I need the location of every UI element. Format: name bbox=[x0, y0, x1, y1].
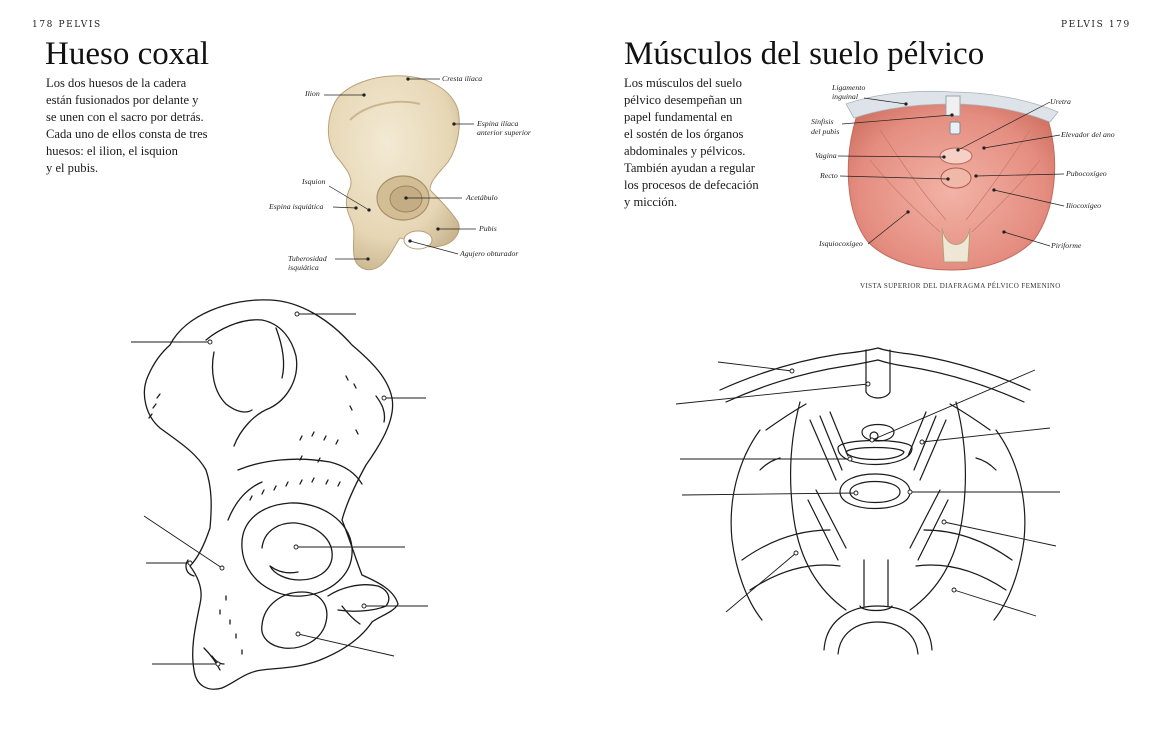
label-isquiocoxigeo: Isquiocoxígeo bbox=[819, 239, 863, 248]
label-sinfisis-1: Sínfisis bbox=[811, 117, 834, 126]
label-vagina: Vagina bbox=[815, 151, 837, 160]
body-line: abdominales y pélvicos. bbox=[624, 144, 746, 158]
body-line: están fusionados por delante y bbox=[46, 93, 199, 107]
left-running-head: 178 PELVIS bbox=[32, 20, 102, 30]
body-line: huesos: el ilion, el isquion bbox=[46, 144, 178, 158]
label-sinfisis-2: del pubis bbox=[811, 127, 840, 136]
label-espina-iliaca-2: anterior superior bbox=[477, 128, 531, 137]
body-line: papel fundamental en bbox=[624, 110, 733, 124]
body-line: Los músculos del suelo bbox=[624, 76, 742, 90]
figure-caption: VISTA SUPERIOR DEL DIAFRAGMA PÉLVICO FEM… bbox=[860, 282, 1061, 290]
body-line: Los dos huesos de la cadera bbox=[46, 76, 187, 90]
label-iliocoxigeo: Iliocoxígeo bbox=[1066, 201, 1102, 210]
body-line: También ayudan a regular bbox=[624, 161, 755, 175]
label-elevador-ano: Elevador del ano bbox=[1061, 130, 1115, 139]
label-espina-isquiatica: Espina isquiática bbox=[269, 202, 324, 211]
label-recto: Recto bbox=[820, 171, 838, 180]
body-line: el sostén de los órganos bbox=[624, 127, 744, 141]
body-line: los procesos de defecación bbox=[624, 178, 759, 192]
label-uretra: Uretra bbox=[1050, 97, 1071, 106]
right-page-title: Músculos del suelo pélvico bbox=[624, 36, 985, 72]
body-line: y el pubis. bbox=[46, 161, 99, 175]
label-acetabulo: Acetábulo bbox=[466, 193, 498, 202]
label-tuberosidad-2: isquiática bbox=[288, 263, 319, 272]
label-pubis: Pubis bbox=[479, 224, 497, 233]
label-tuberosidad-1: Tuberosidad bbox=[288, 254, 327, 263]
label-piriforme: Piriforme bbox=[1051, 241, 1082, 250]
label-isquion: Isquion bbox=[302, 177, 326, 186]
right-body-text: Los músculos del suelo pélvico desempeña… bbox=[624, 75, 759, 211]
label-ligamento-1: Ligamento bbox=[832, 83, 866, 92]
label-espina-iliaca-1: Espina ilíaca bbox=[477, 119, 519, 128]
body-line: pélvico desempeñan un bbox=[624, 93, 743, 107]
label-agujero-obturador: Agujero obturador bbox=[460, 249, 519, 258]
label-ilion: Ilion bbox=[305, 89, 320, 98]
label-ligamento-2: inguinal bbox=[832, 92, 858, 101]
left-page-title: Hueso coxal bbox=[45, 36, 210, 72]
body-line: y micción. bbox=[624, 195, 678, 209]
body-line: se unen con el sacro por detrás. bbox=[46, 110, 204, 124]
label-cresta-iliaca: Cresta ilíaca bbox=[442, 74, 483, 83]
body-line: Cada uno de ellos consta de tres bbox=[46, 127, 208, 141]
label-pubocoxigeo: Pubocoxígeo bbox=[1066, 169, 1107, 178]
right-running-head: PELVIS 179 bbox=[1061, 20, 1131, 30]
left-body-text: Los dos huesos de la cadera están fusion… bbox=[46, 75, 208, 177]
